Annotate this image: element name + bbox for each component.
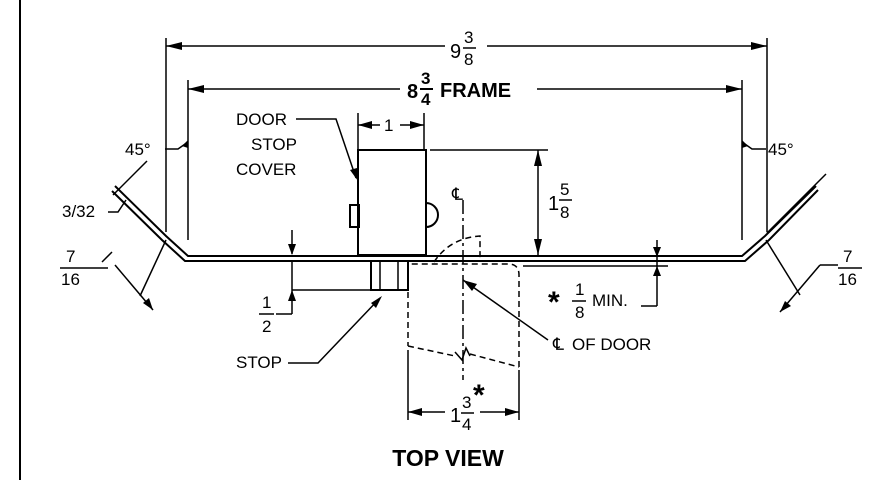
door-break-mark	[454, 346, 471, 362]
return-left-tick	[101, 251, 113, 263]
stop-leader	[288, 297, 381, 364]
stop-offset-den: 2	[262, 317, 271, 336]
cover-width-arrow-right	[410, 121, 424, 129]
min-word: MIN.	[592, 291, 628, 310]
min-clear-arrow-bottom	[653, 266, 661, 276]
frame-dim-num: 3	[421, 69, 430, 88]
stop-offset-arrow	[288, 290, 296, 301]
overall-dim-whole: 9	[450, 41, 461, 63]
cover-depth-den: 8	[560, 203, 569, 222]
angle-left-arrow	[182, 140, 188, 148]
cover-depth-whole: 1	[548, 193, 559, 215]
frame-dim-whole: 8	[407, 81, 418, 103]
door-thick-num: 3	[462, 393, 471, 412]
cover-width-label: 1	[384, 116, 393, 135]
frame-profile-outer	[114, 185, 817, 257]
door-stop-cover-bump	[425, 202, 439, 228]
cl-door-leader-arrow	[463, 280, 477, 291]
stop-leader-arrow	[371, 296, 382, 308]
door-thick-den: 4	[462, 415, 471, 434]
thickness-label: 3/32	[62, 202, 95, 221]
stop-label: STOP	[236, 353, 282, 372]
left-return-extension	[112, 160, 148, 196]
door-stop-cover-label-3: COVER	[236, 160, 296, 179]
return-left-num: 7	[66, 247, 75, 266]
door-stop-cover-leader	[296, 118, 357, 179]
return-left-den: 16	[61, 270, 80, 289]
door-thick-arrow-left	[408, 408, 422, 416]
return-right-num: 7	[843, 247, 852, 266]
cover-width-arrow-left	[358, 121, 372, 129]
frame-dim-den: 4	[421, 90, 431, 109]
door-stop-cover-label-2: STOP	[251, 135, 297, 154]
door-stop-cover-tab	[349, 204, 360, 228]
frame-dim-word: FRAME	[440, 80, 511, 102]
door-outline	[407, 262, 520, 368]
overall-dim-num: 3	[464, 28, 473, 47]
thickness-leader	[108, 199, 127, 213]
stop-offset-num: 1	[262, 293, 271, 312]
min-num: 1	[575, 280, 584, 299]
return-left-arrow	[143, 298, 153, 310]
cover-depth-arrow-bottom	[534, 239, 542, 255]
frame-arrow-right	[726, 85, 742, 93]
min-asterisk: *	[548, 286, 560, 319]
cl-door-label: OF DOOR	[572, 335, 651, 354]
door-stop	[370, 260, 409, 291]
door-stop-cover-leader-arrow	[350, 168, 358, 181]
cl-door-mark: ℄	[552, 335, 564, 354]
frame-thick-arrow	[288, 244, 296, 255]
door-thick-whole: 1	[450, 405, 461, 427]
door-stop-cover-label-1: DOOR	[236, 110, 287, 129]
door-swing-arc	[433, 235, 481, 263]
overall-dim-den: 8	[464, 50, 473, 69]
cl-door-leader	[462, 279, 549, 341]
angle-right-arrow	[742, 140, 748, 148]
frame-arrow-left	[188, 85, 204, 93]
return-right-den: 16	[838, 270, 857, 289]
min-den: 8	[575, 303, 584, 322]
overall-arrow-left	[166, 42, 182, 50]
overall-arrow-right	[751, 42, 767, 50]
angle-left-label: 45°	[125, 140, 151, 159]
cover-depth-num: 5	[560, 180, 569, 199]
door-stop-cover	[357, 149, 427, 256]
door-asterisk: *	[473, 379, 485, 412]
door-thick-arrow-right	[505, 408, 519, 416]
return-right-arrow	[780, 301, 791, 312]
angle-right-label: 45°	[768, 140, 794, 159]
return-left-extension	[139, 239, 167, 297]
drawing-title: TOP VIEW	[392, 445, 504, 471]
centerline-mark-top: ℄	[451, 185, 463, 204]
cover-depth-arrow-top	[534, 150, 542, 166]
min-clear-arrow-top	[653, 247, 661, 257]
return-right-extension	[765, 239, 801, 296]
frame-profile-inner	[111, 189, 819, 262]
